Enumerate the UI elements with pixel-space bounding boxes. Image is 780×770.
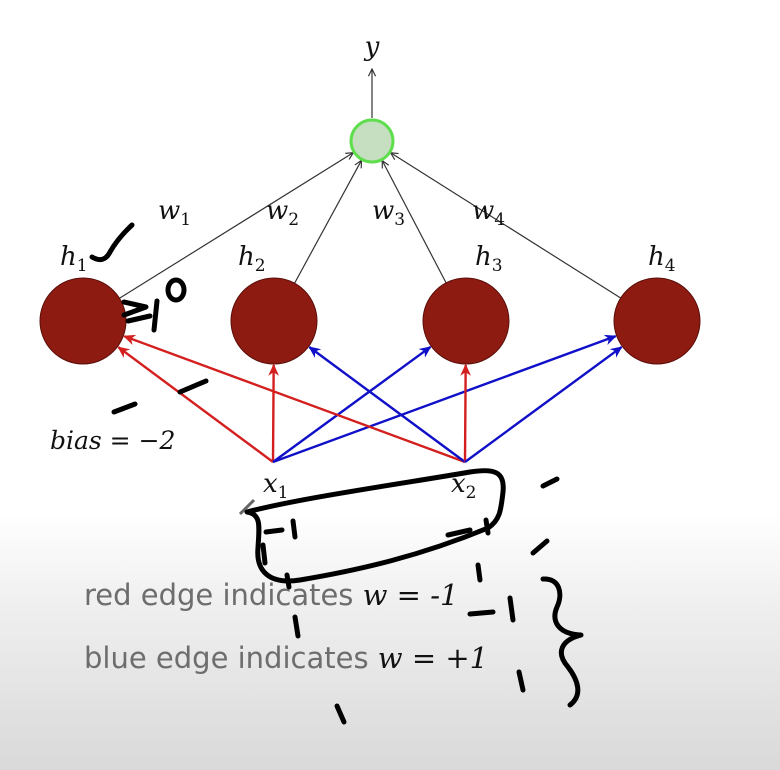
weight-edge-2 <box>294 160 362 284</box>
weight-edge-4 <box>391 153 621 299</box>
pencil-cursor-icon <box>238 498 256 516</box>
weight-edge-1 <box>119 153 353 299</box>
weight-label-w4: w4 <box>472 196 505 230</box>
hidden-label-h3: h3 <box>475 242 503 276</box>
weight-label-w1: w1 <box>158 196 191 230</box>
edge-x1-h1-red <box>117 346 274 463</box>
edge-x1-h3-blue <box>272 345 432 463</box>
minus-mark-icon <box>177 378 209 395</box>
weight-label-w2: w2 <box>266 196 299 230</box>
legend-blue: blue edge indicates w = +1 <box>84 641 488 675</box>
handwritten-annotations <box>89 222 584 725</box>
minus-mark-icon <box>467 609 496 617</box>
edge-x2-h1-red <box>123 334 466 464</box>
tick-mark-icon <box>540 476 560 489</box>
tick-mark-icon <box>507 595 516 623</box>
hidden-node-h1 <box>39 277 127 365</box>
legend-red: red edge indicates w = -1 <box>84 578 458 612</box>
input-edges <box>117 334 623 464</box>
hidden-node-h2 <box>230 277 318 365</box>
bias-label: bias = −2 <box>50 426 175 455</box>
output-node <box>349 118 395 164</box>
minus-mark-icon <box>445 527 473 538</box>
hidden-label-h1: h1 <box>60 242 88 276</box>
tick-mark-icon <box>284 572 292 590</box>
output-label: y <box>364 32 380 62</box>
edge-x2-h3-red <box>460 363 472 463</box>
hidden-label-h2: h2 <box>238 242 266 276</box>
input-label-x1: x1 <box>263 469 289 503</box>
tick-mark-icon <box>260 542 268 566</box>
tick-mark-icon <box>475 562 483 583</box>
weight-edges <box>119 153 621 299</box>
edge-x1-h2-red <box>268 363 280 463</box>
tick-mark-icon <box>530 538 550 556</box>
tick-mark-icon <box>334 703 347 725</box>
edge-x1-h4-blue <box>272 334 617 464</box>
weight-label-w3: w3 <box>372 196 405 230</box>
hidden-node-h4 <box>613 277 701 365</box>
tick-mark-icon <box>483 517 491 536</box>
tick-mark-icon <box>290 518 298 540</box>
minus-mark-icon <box>111 401 138 415</box>
ge-zero-icon <box>121 277 187 333</box>
weight-edge-3 <box>382 161 447 284</box>
edge-x2-h2-blue <box>308 346 466 463</box>
checkmark-icon <box>89 222 135 263</box>
minus-mark-icon <box>263 527 285 535</box>
edge-x2-h4-blue <box>464 346 623 463</box>
hidden-label-h4: h4 <box>648 242 676 276</box>
tick-mark-icon <box>516 669 526 693</box>
hidden-node-h3 <box>422 277 510 365</box>
curly-brace-icon <box>540 576 584 708</box>
tick-mark-icon <box>292 614 301 639</box>
